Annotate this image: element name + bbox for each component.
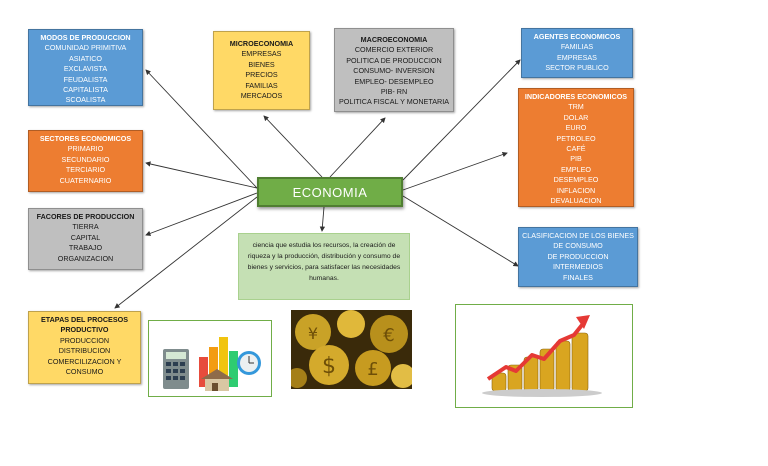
etapas-item: DISTRIBUCION <box>58 346 111 356</box>
agentes-item: FAMILIAS <box>560 42 594 52</box>
calculator-charts-illustration <box>163 337 261 391</box>
etapas-item: COMERCILIZACION Y CONSUMO <box>47 356 122 377</box>
arrow-to-macro <box>329 117 386 178</box>
clasificacion-item: DE PRODUCCION <box>547 251 609 261</box>
indicadores-item: CAFÉ <box>566 144 586 154</box>
coin-stacks-growth-image <box>455 304 633 408</box>
sectores-item: CUATERNARIO <box>59 175 112 185</box>
arrow-to-etapas <box>114 196 258 309</box>
agentes-item: EMPRESAS <box>557 52 597 62</box>
micro-item: FAMILIAS <box>245 80 278 90</box>
clasificacion-title: CLASIFICACION DE LOS BIENES <box>522 231 634 240</box>
etapas-title: ETAPAS DEL PROCESOS PRODUCTIVO <box>40 315 129 335</box>
arrow-to-factores <box>145 192 258 236</box>
svg-text:$: $ <box>322 354 336 379</box>
sectores-item: SECUNDARIO <box>61 154 110 164</box>
factores-item: ORGANIZACION <box>57 253 114 263</box>
economia-title: ECONOMIA <box>292 184 368 200</box>
indicadores-item: DOLAR <box>563 112 589 122</box>
clasificacion-item: INTERMEDIOS <box>553 262 603 272</box>
modos-item: CAPITALISTA <box>63 85 108 95</box>
micro-item: BIENES <box>248 59 275 69</box>
sectores-economicos-box: SECTORES ECONOMICOS PRIMARIO SECUNDARIO … <box>28 130 143 192</box>
macro-item: COMERCIO EXTERIOR <box>354 45 434 55</box>
indicadores-item: EURO <box>565 123 587 133</box>
arrow-to-agentes <box>402 59 521 181</box>
arrow-to-indicadores <box>402 151 508 191</box>
indicadores-item: EMPLEO <box>561 164 591 174</box>
micro-title: MICROECONOMIA <box>229 39 294 48</box>
agentes-item: SECTOR PUBLICO <box>545 63 609 73</box>
modos-title: MODOS DE PRODUCCION <box>40 33 131 42</box>
macro-item: CONSUMO- INVERSION <box>353 66 435 76</box>
indicadores-economicos-box: INDICADORES ECONOMICOS TRM DOLAR EURO PE… <box>518 88 634 207</box>
indicadores-item: DESEMPLEO <box>553 175 599 185</box>
arrow-to-micro <box>263 115 323 178</box>
svg-text:€: € <box>383 325 394 346</box>
macro-item: POLITICA FISCAL Y MONETARIA <box>339 97 449 107</box>
micro-item: EMPRESAS <box>241 49 282 59</box>
clasificacion-item: FINALES <box>563 272 593 282</box>
macro-item: POLITICA DE PRODUCCION <box>346 55 442 65</box>
calculator-charts-image <box>148 320 272 397</box>
modos-item: FEUDALISTA <box>63 74 108 84</box>
clasificacion-bienes-box: CLASIFICACION DE LOS BIENES DE CONSUMO D… <box>518 227 638 287</box>
indicadores-item: DEVALUACION <box>550 196 602 206</box>
etapas-proceso-productivo-box: ETAPAS DEL PROCESOS PRODUCTIVO PRODUCCIO… <box>28 311 141 384</box>
svg-text:¥: ¥ <box>308 324 318 343</box>
arrow-to-sectores <box>145 161 258 189</box>
indicadores-item: PETROLEO <box>556 133 596 143</box>
factores-title: FACORES DE PRODUCCION <box>36 212 135 221</box>
macro-item: PIB- RN <box>380 87 408 97</box>
microeconomia-box: MICROECONOMIA EMPRESAS BIENES PRECIOS FA… <box>213 31 310 110</box>
definition-box: ciencia que estudia los recursos, la cre… <box>238 233 410 300</box>
modos-item: EXCLAVISTA <box>63 64 108 74</box>
macro-item: EMPLEO- DESEMPLEO <box>354 76 434 86</box>
factores-item: TRABAJO <box>68 243 103 253</box>
factores-item: TIERRA <box>72 222 99 232</box>
clasificacion-item: DE CONSUMO <box>553 241 603 251</box>
svg-text:£: £ <box>367 359 378 380</box>
factores-de-produccion-box: FACORES DE PRODUCCION TIERRA CAPITAL TRA… <box>28 208 143 270</box>
micro-item: MERCADOS <box>240 91 283 101</box>
arrow-to-modos <box>145 69 258 189</box>
modos-de-produccion-box: MODOS DE PRODUCCION COMUNIDAD PRIMITIVA … <box>28 29 143 106</box>
modos-item: SCOALISTA <box>65 95 106 105</box>
modos-item: ASIATICO <box>68 53 102 63</box>
arrow-to-clasificacion <box>402 195 519 267</box>
macroeconomia-box: MACROECONOMIA COMERCIO EXTERIOR POLITICA… <box>334 28 454 112</box>
sectores-title: SECTORES ECONOMICOS <box>39 134 132 143</box>
definition-text: ciencia que estudia los recursos, la cre… <box>247 242 401 282</box>
macro-title: MACROECONOMIA <box>360 35 428 44</box>
gold-coins-currency-image: $ € £ ¥ <box>287 310 415 389</box>
indicadores-item: TRM <box>568 102 584 112</box>
arrow-to-definition <box>319 206 326 232</box>
factores-item: CAPITAL <box>70 232 101 242</box>
indicadores-title: INDICADORES ECONOMICOS <box>524 92 628 101</box>
indicadores-item: PIB <box>570 154 582 164</box>
agentes-economicos-box: AGENTES ECONOMICOS FAMILIAS EMPRESAS SEC… <box>521 28 633 78</box>
indicadores-item: INFLACION <box>556 185 596 195</box>
sectores-item: PRIMARIO <box>67 144 104 154</box>
etapas-item: PRODUCCION <box>59 335 110 345</box>
micro-item: PRECIOS <box>245 70 278 80</box>
economia-central-node: ECONOMIA <box>257 177 403 207</box>
modos-item: COMUNIDAD PRIMITIVA <box>44 43 127 53</box>
agentes-title: AGENTES ECONOMICOS <box>533 32 621 41</box>
gold-coins-illustration: $ € £ ¥ <box>287 310 415 389</box>
sectores-item: TERCIARIO <box>65 165 106 175</box>
coin-stacks-illustration <box>482 315 602 397</box>
